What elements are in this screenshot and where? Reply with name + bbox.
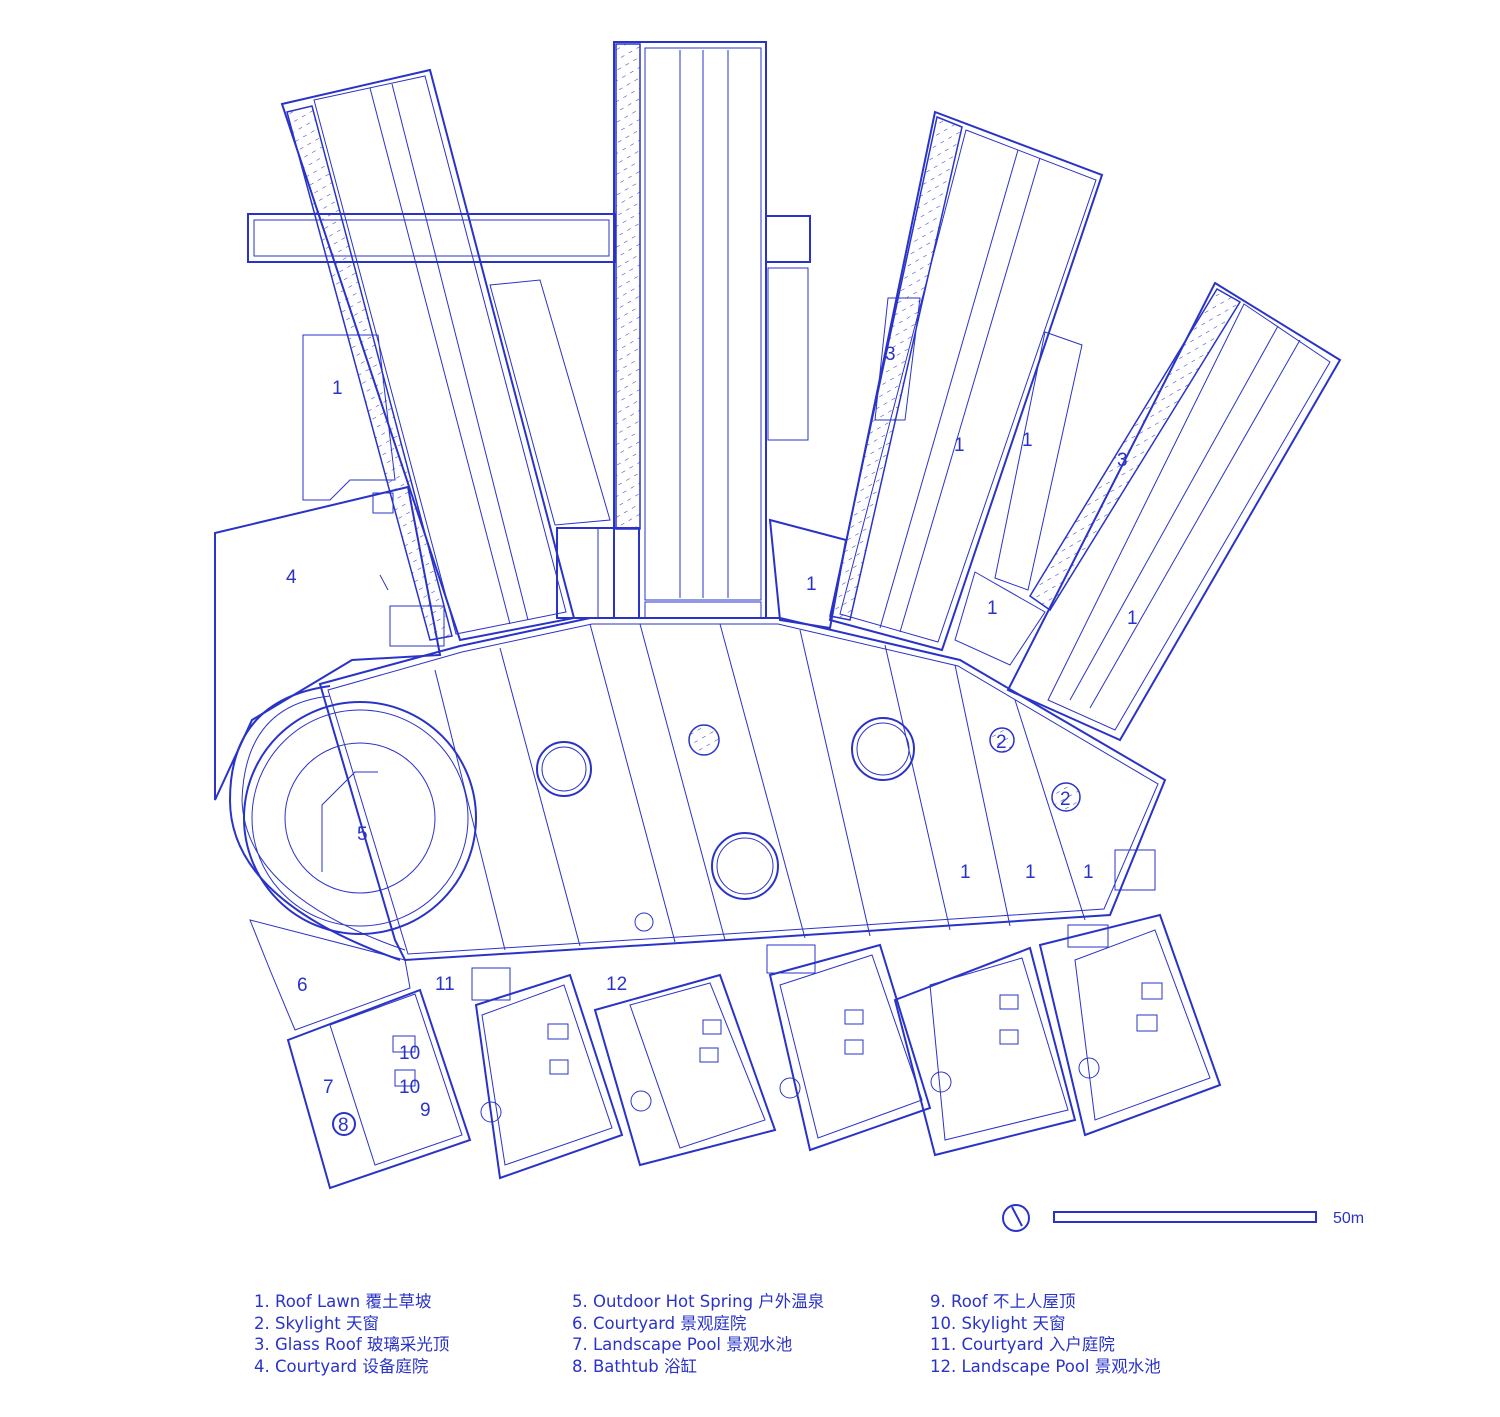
label-skylight-10: 10 — [399, 1077, 420, 1098]
label-roof-lawn: 1 — [1025, 862, 1036, 883]
wing-3 — [828, 110, 1104, 652]
legend-item: 11. Courtyard 入户庭院 — [930, 1335, 1115, 1354]
label-landscape-pool-12: 12 — [606, 974, 627, 995]
label-roof-lawn: 1 — [960, 862, 971, 883]
label-roof-lawn: 1 — [1127, 608, 1138, 629]
label-skylight: 2 — [1060, 789, 1071, 810]
connector-blocks — [556, 518, 848, 630]
label-landscape-pool: 7 — [323, 1077, 334, 1098]
label-roof-lawn: 1 — [1083, 862, 1094, 883]
label-roof-lawn: 1 — [1022, 430, 1033, 451]
label-hot-spring: 5 — [357, 824, 368, 845]
main-roof — [318, 617, 1167, 962]
label-roof-lawn: 1 — [806, 574, 817, 595]
label-skylight: 2 — [996, 732, 1007, 753]
label-courtyard-11: 11 — [435, 974, 455, 995]
legend-item: 2. Skylight 天窗 — [254, 1313, 380, 1333]
label-bathtub: 8 — [338, 1115, 349, 1136]
legend-column-2: 5. Outdoor Hot Spring 户外温泉 6. Courtyard … — [572, 1291, 824, 1377]
legend-item: 10. Skylight 天窗 — [930, 1313, 1066, 1333]
scale-bar-label: 50m — [1333, 1210, 1365, 1227]
legend-item: 6. Courtyard 景观庭院 — [572, 1313, 747, 1333]
legend-item: 1. Roof Lawn 覆土草坡 — [254, 1292, 432, 1311]
label-glass-roof: 3 — [885, 344, 896, 365]
wing-1 — [280, 68, 576, 642]
north-arrow-icon — [1002, 1204, 1030, 1232]
legend-item: 8. Bathtub 浴缸 — [572, 1356, 697, 1376]
villa-units — [286, 913, 1222, 1190]
label-courtyard-4: 4 — [286, 567, 297, 588]
legend-column-1: 1. Roof Lawn 覆土草坡 2. Skylight 天窗 3. Glas… — [254, 1291, 449, 1377]
wing-2 — [613, 41, 811, 619]
legend-item: 3. Glass Roof 玻璃采光顶 — [254, 1335, 450, 1354]
label-courtyard-6: 6 — [297, 975, 308, 996]
label-roof-9: 9 — [420, 1100, 431, 1121]
courtyard-4 — [214, 485, 445, 801]
label-glass-roof: 3 — [1117, 450, 1128, 471]
legend-item: 4. Courtyard 设备庭院 — [254, 1356, 429, 1376]
label-roof-lawn: 1 — [954, 435, 965, 456]
legend-column-3: 9. Roof 不上人屋顶 10. Skylight 天窗 11. Courty… — [930, 1291, 1161, 1377]
plan-labels: 1 1 1 1 1 1 1 1 1 2 2 3 3 4 5 6 7 8 9 10… — [286, 344, 1138, 1136]
label-skylight-10: 10 — [399, 1043, 420, 1064]
legend-item: 9. Roof 不上人屋顶 — [930, 1292, 1076, 1311]
hot-spring — [228, 685, 477, 961]
courtyard-6 — [249, 919, 411, 1031]
label-roof-lawn: 1 — [987, 598, 998, 619]
legend-item: 5. Outdoor Hot Spring 户外温泉 — [572, 1292, 825, 1311]
label-roof-lawn: 1 — [332, 378, 343, 399]
legend-item: 12. Landscape Pool 景观水池 — [930, 1356, 1161, 1376]
wing-4 — [954, 281, 1342, 742]
scale-bar — [1053, 1211, 1317, 1223]
legend-item: 7. Landscape Pool 景观水池 — [572, 1335, 793, 1354]
